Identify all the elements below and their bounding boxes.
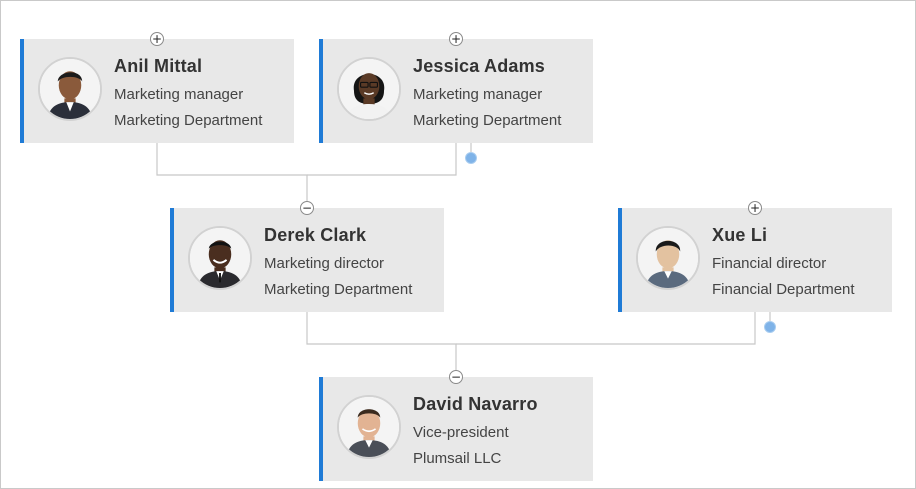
connector-jessica-to-derek	[307, 143, 457, 176]
person-photo	[40, 59, 100, 119]
person-department: Marketing Department	[264, 281, 413, 298]
person-name: David Navarro	[413, 394, 538, 414]
person-department: Marketing Department	[114, 112, 263, 129]
person-title: Marketing manager	[413, 86, 543, 103]
org-card-derek-clark[interactable]: Derek Clark Marketing director Marketing…	[170, 208, 444, 312]
expander-dot-xue-li[interactable]	[764, 321, 776, 333]
connector-anil-to-derek	[156, 143, 308, 201]
person-department: Financial Department	[712, 281, 855, 298]
person-title: Marketing manager	[114, 86, 244, 103]
person-photo	[190, 228, 250, 288]
expand-toggle-xue-li[interactable]: +	[748, 201, 762, 215]
person-department: Plumsail LLC	[413, 450, 502, 467]
person-name: Jessica Adams	[413, 56, 546, 76]
person-photo	[339, 397, 399, 457]
collapse-toggle-derek-clark[interactable]: −	[300, 201, 314, 215]
connector-xue-to-david	[456, 312, 756, 345]
org-card-anil-mittal[interactable]: Anil Mittal Marketing manager Marketing …	[20, 39, 294, 143]
person-photo	[339, 59, 399, 119]
expand-toggle-anil-mittal[interactable]: +	[150, 32, 164, 46]
person-name: Xue Li	[712, 225, 768, 245]
avatar	[636, 226, 700, 290]
connector-derek-to-david	[306, 312, 457, 370]
org-card-xue-li[interactable]: Xue Li Financial director Financial Depa…	[618, 208, 892, 312]
avatar	[188, 226, 252, 290]
org-card-jessica-adams[interactable]: Jessica Adams Marketing manager Marketin…	[319, 39, 593, 143]
person-name: Anil Mittal	[114, 56, 203, 76]
person-photo	[638, 228, 698, 288]
collapse-toggle-david-navarro[interactable]: −	[449, 370, 463, 384]
person-department: Marketing Department	[413, 112, 562, 129]
avatar	[337, 395, 401, 459]
person-title: Financial director	[712, 255, 827, 272]
expand-toggle-jessica-adams[interactable]: +	[449, 32, 463, 46]
person-name: Derek Clark	[264, 225, 367, 245]
expander-dot-jessica-adams[interactable]	[465, 152, 477, 164]
avatar	[38, 57, 102, 121]
person-title: Vice-president	[413, 424, 509, 441]
avatar	[337, 57, 401, 121]
person-title: Marketing director	[264, 255, 385, 272]
org-card-david-navarro[interactable]: David Navarro Vice-president Plumsail LL…	[319, 377, 593, 481]
